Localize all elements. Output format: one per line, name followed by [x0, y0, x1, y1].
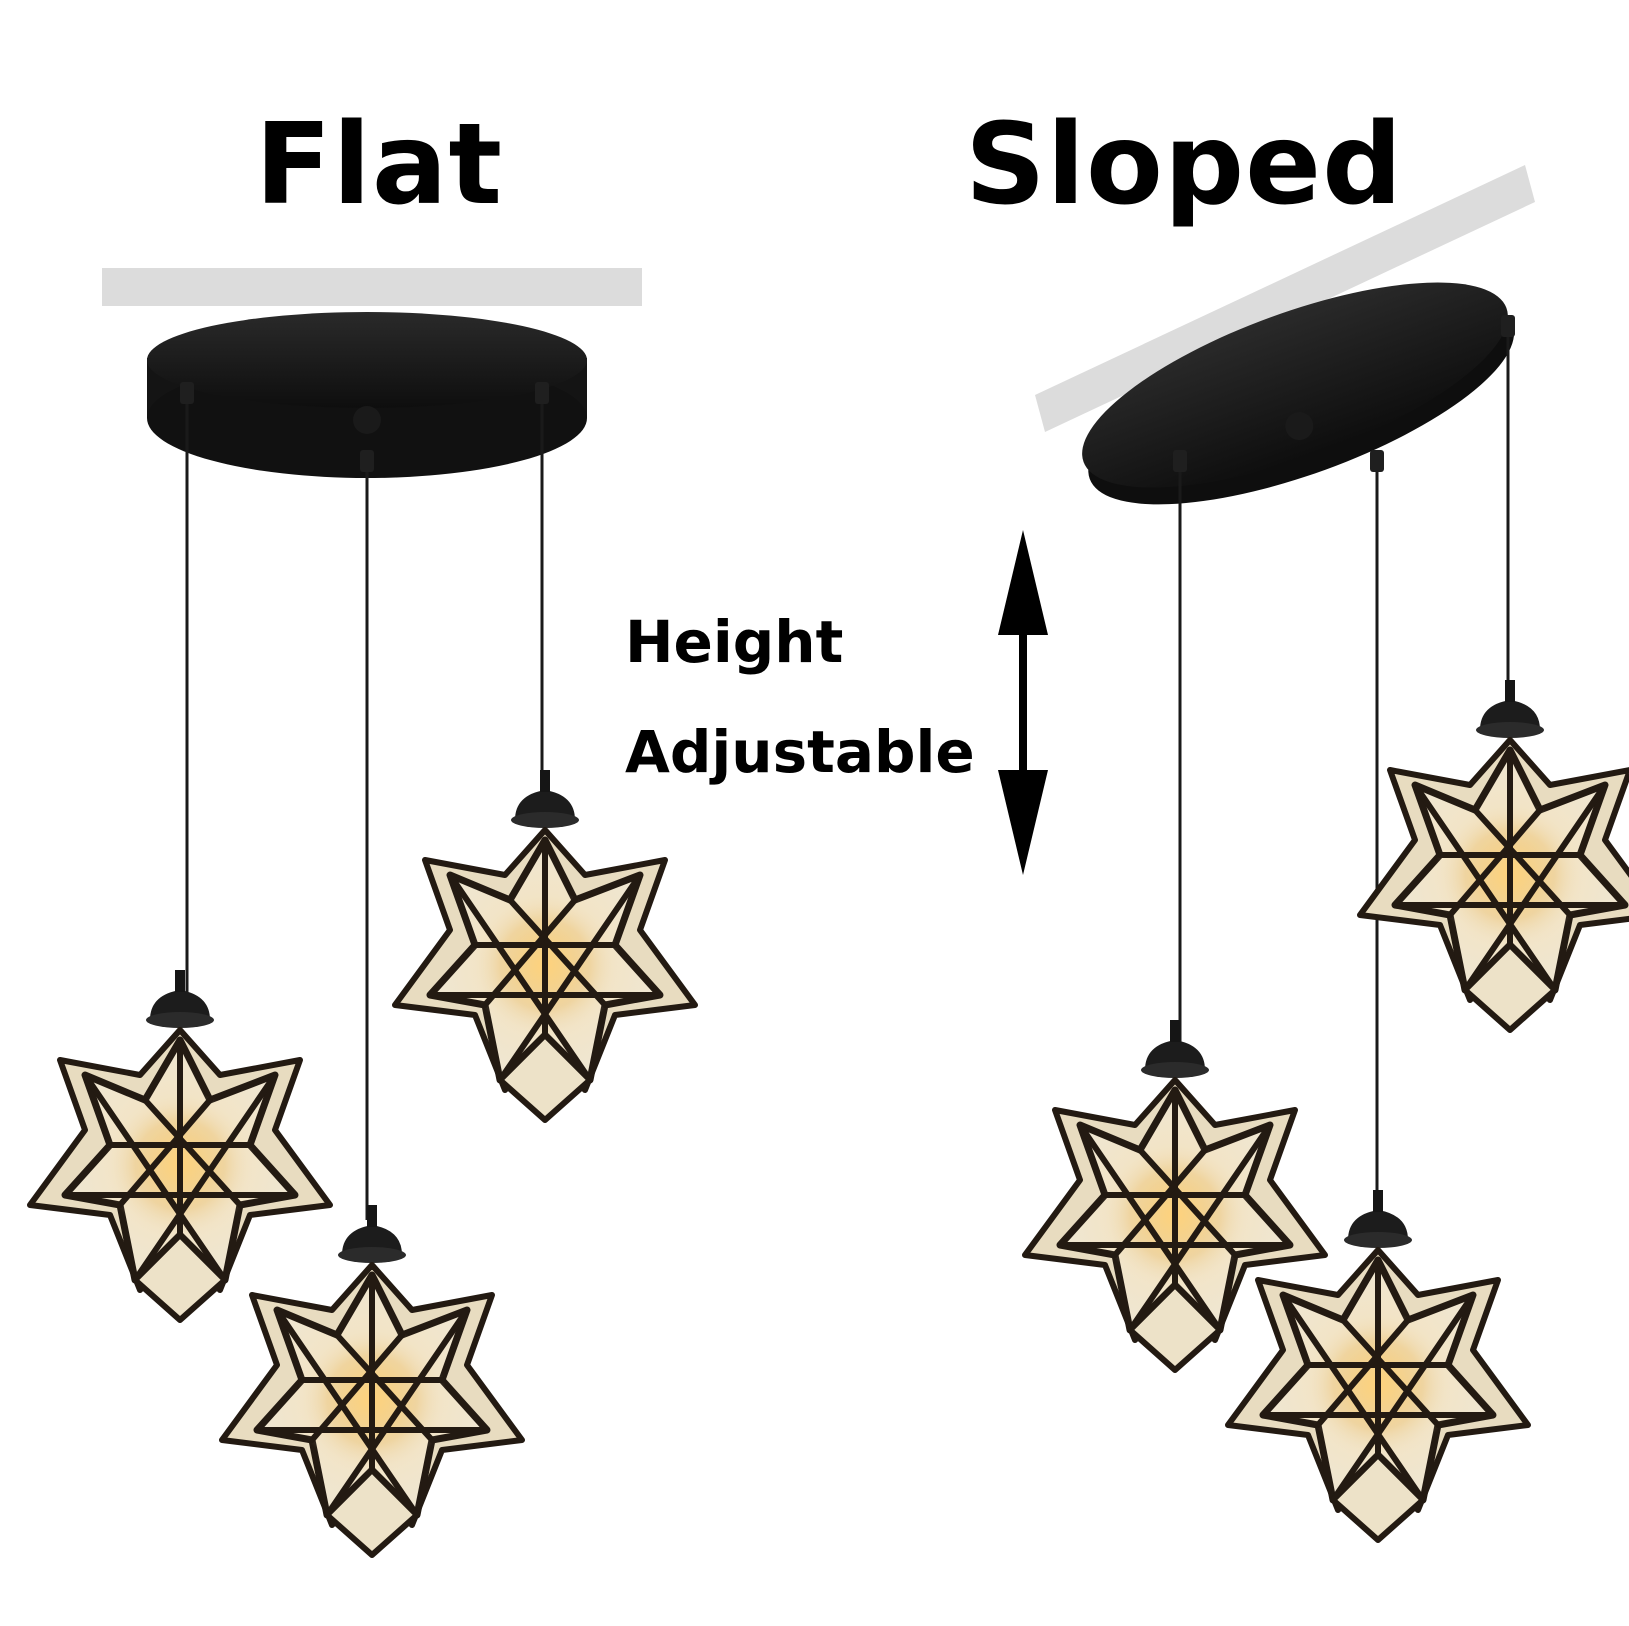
double-arrow-icon	[998, 530, 1048, 875]
sloped-mount-label: Sloped	[965, 100, 1404, 230]
sloped-canopy	[1082, 282, 1515, 505]
sloped-ceiling-bar	[1035, 165, 1535, 432]
height-adjustable-label-line1: Height	[625, 608, 844, 676]
height-adjustable-label-line2: Adjustable	[625, 718, 975, 786]
flat-mount-label: Flat	[255, 100, 504, 230]
flat-canopy	[147, 312, 587, 478]
flat-star-lamp-left	[30, 970, 330, 1320]
flat-star-lamp-center	[222, 1205, 522, 1555]
flat-ceiling-bar	[102, 268, 642, 306]
sloped-star-lamp-top	[1360, 680, 1629, 1030]
flat-star-lamp-right	[395, 770, 695, 1120]
